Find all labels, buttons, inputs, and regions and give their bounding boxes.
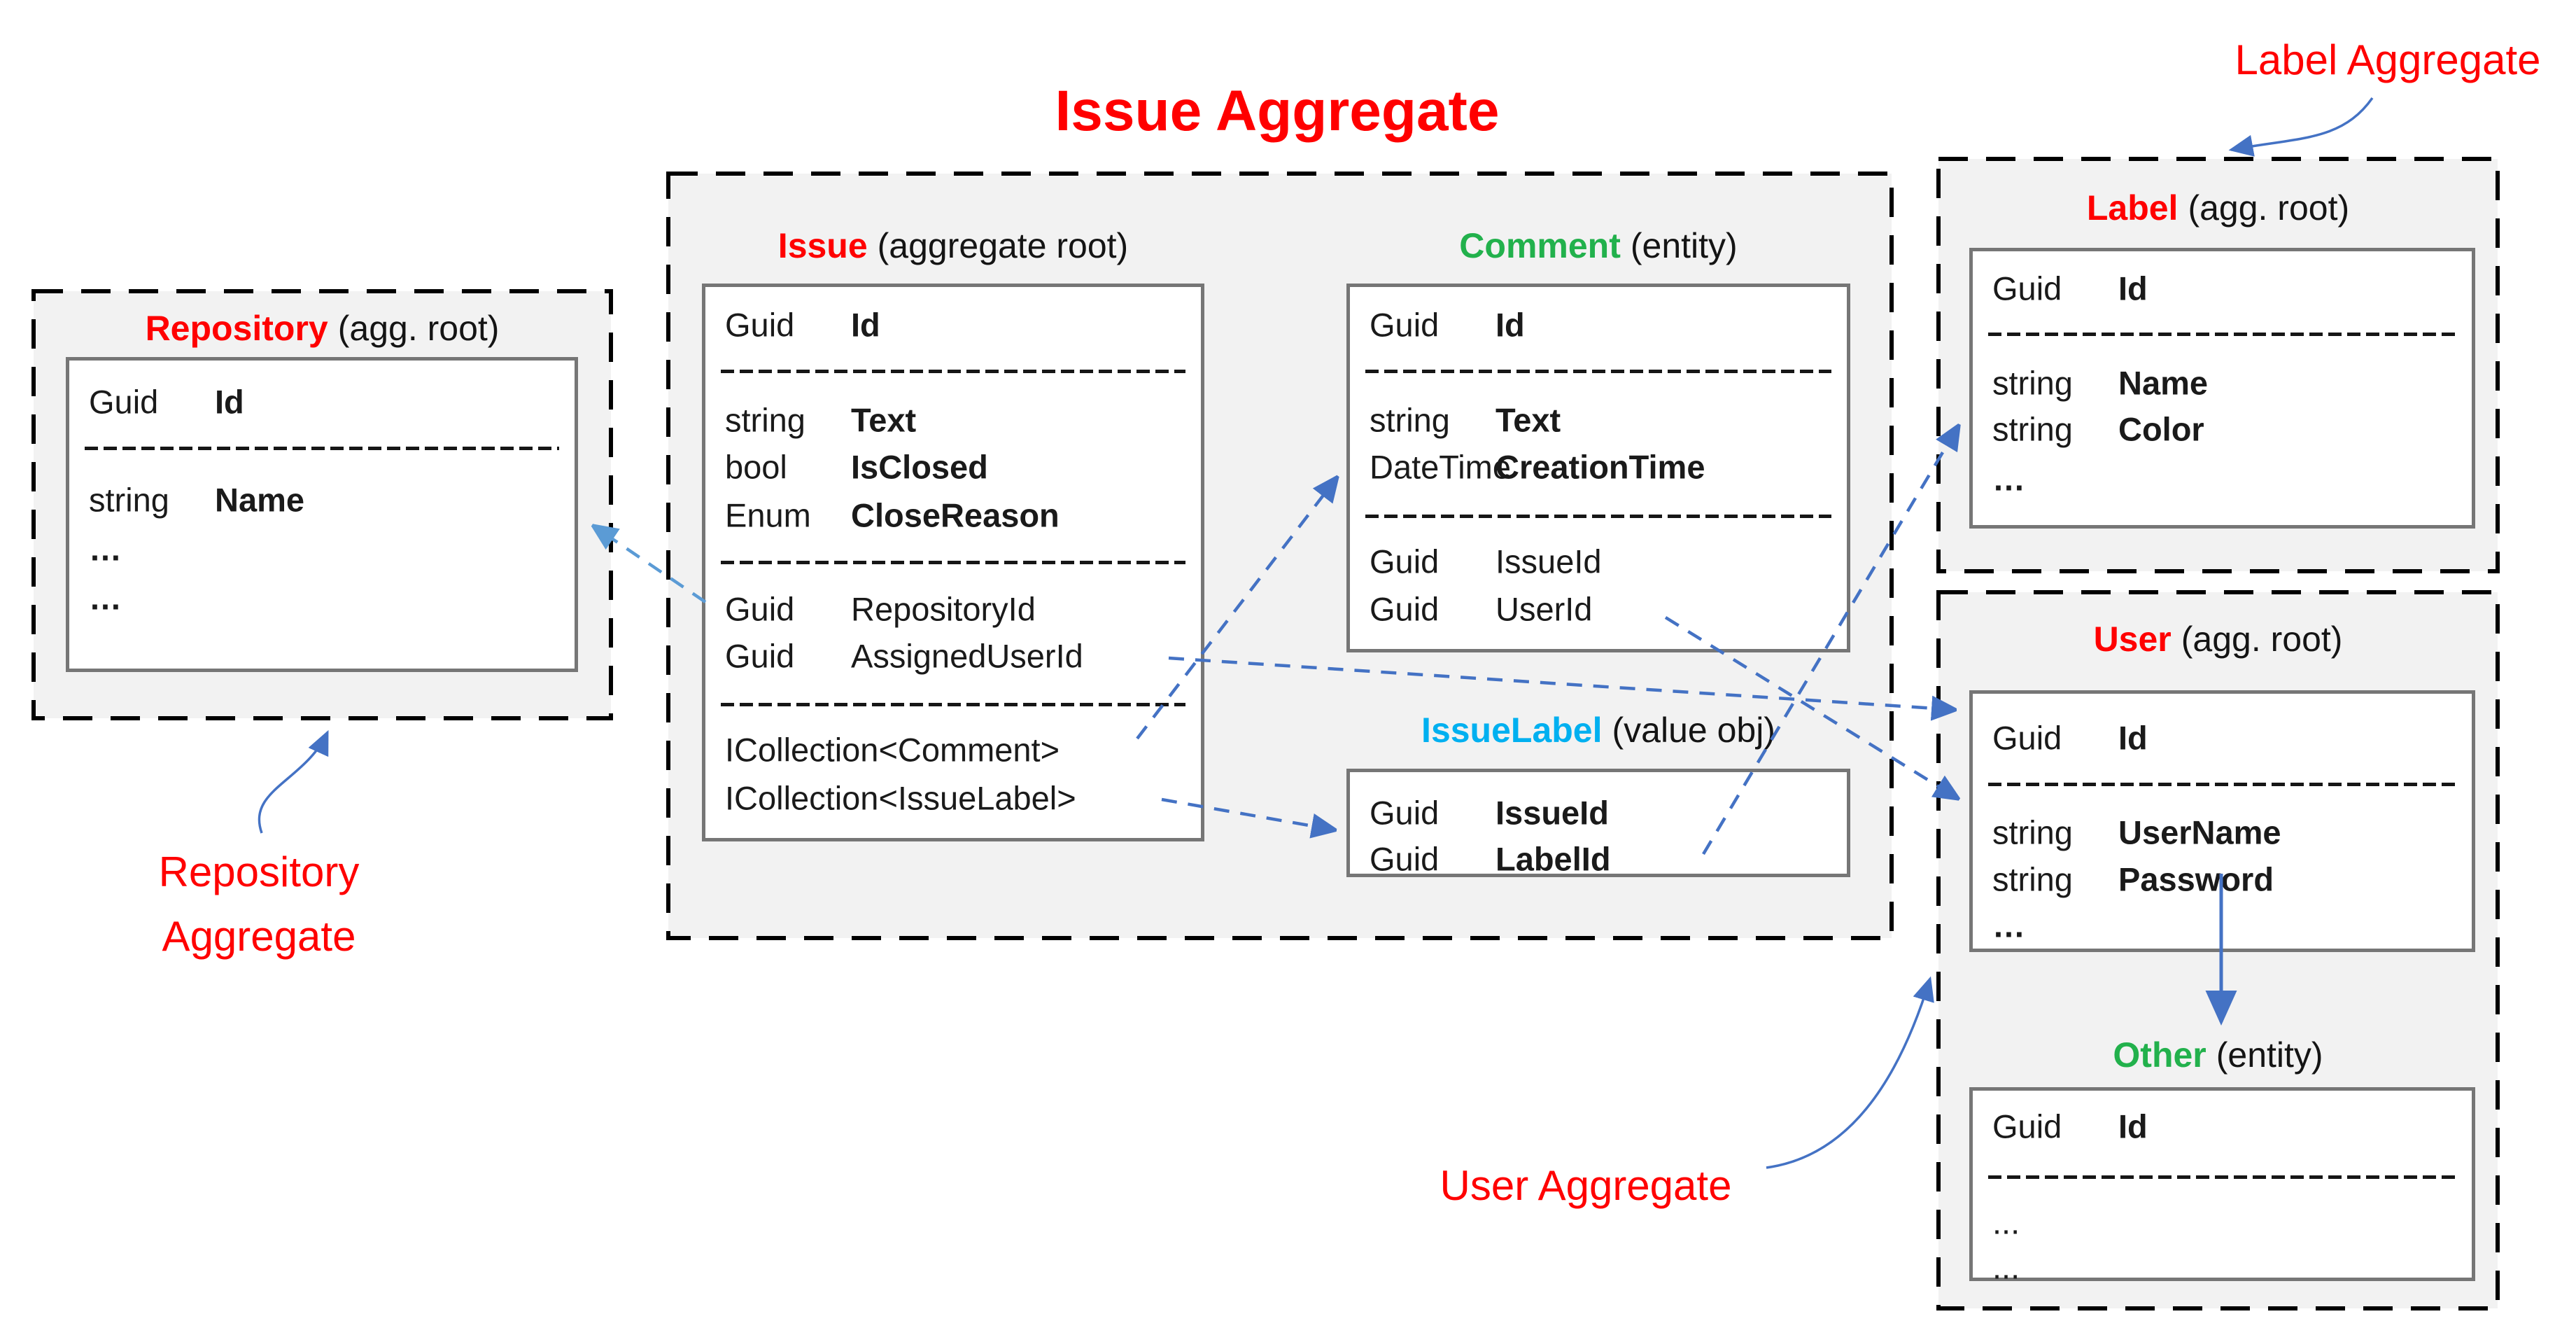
field-row: …	[89, 579, 122, 617]
divider	[1365, 370, 1831, 373]
divider	[721, 561, 1185, 564]
label-aggregate-label: Label Aggregate	[2234, 36, 2541, 83]
repository-kind: (agg. root)	[337, 309, 500, 348]
repository-header: Repository(agg. root)	[34, 308, 611, 349]
user-aggregate-label: User Aggregate	[1440, 1162, 1732, 1209]
field-row: …	[1992, 460, 2025, 498]
label-header: Label(agg. root)	[1938, 188, 2498, 228]
user-name: User	[2093, 620, 2172, 659]
issue-name: Issue	[777, 226, 868, 265]
comment-kind: (entity)	[1630, 226, 1738, 265]
issuelabel-kind: (value obj)	[1612, 711, 1775, 750]
page-title: Issue Aggregate	[1055, 79, 1500, 143]
divider	[721, 703, 1185, 706]
user-kind: (agg. root)	[2181, 620, 2343, 659]
comment-header: Comment(entity)	[1346, 225, 1850, 266]
divider	[1988, 783, 2456, 786]
divider	[1988, 1175, 2456, 1179]
divider	[721, 370, 1185, 373]
comment-name: Comment	[1459, 226, 1621, 265]
other-name: Other	[2113, 1035, 2207, 1075]
arrow-label-annotation	[2228, 97, 2374, 157]
issue-header: Issue(aggregate root)	[702, 225, 1204, 266]
field-row: ICollection<Comment>	[725, 731, 1060, 769]
field-row: ...	[1992, 1248, 2020, 1286]
user-header: User(agg. root)	[1938, 619, 2498, 659]
arrow-repositoryid-to-repository	[592, 525, 707, 603]
field-row: ...	[1992, 1203, 2020, 1241]
divider	[85, 447, 559, 450]
divider	[1988, 333, 2456, 336]
arrow-assigneduserid-to-user	[1168, 656, 1957, 710]
issue-kind: (aggregate root)	[877, 226, 1129, 265]
field-row: …	[1992, 907, 2025, 944]
other-header: Other(entity)	[1938, 1035, 2498, 1075]
issuelabel-name: IssueLabel	[1421, 711, 1603, 750]
repository-name: Repository	[145, 309, 328, 348]
label-name: Label	[2086, 188, 2179, 228]
repository-aggregate-label: Repository Aggregate	[158, 848, 360, 960]
label-kind: (agg. root)	[2188, 188, 2350, 228]
arrow-user-annotation	[1766, 976, 1934, 1169]
other-kind: (entity)	[2216, 1035, 2323, 1075]
field-row: ICollection<IssueLabel>	[725, 779, 1076, 817]
divider	[1365, 515, 1831, 518]
issuelabel-header: IssueLabel(value obj)	[1346, 710, 1850, 750]
field-row: …	[89, 530, 122, 568]
arrow-repository-annotation	[258, 729, 329, 834]
